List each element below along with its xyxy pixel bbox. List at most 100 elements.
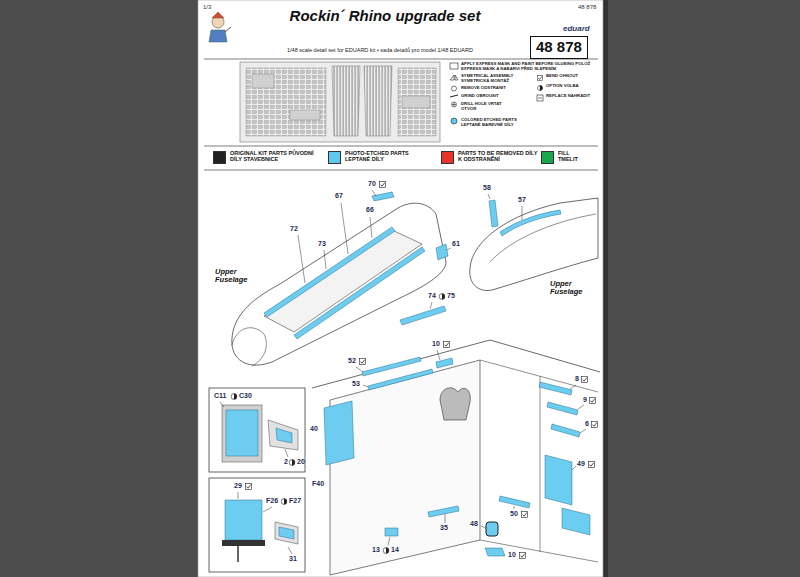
leader-lines-part [570,385,576,389]
callout-number: F40 [312,480,324,488]
symbol-note: COLORED ETCHED PARTS LEPTANÉ BAREVNÉ DÍL… [461,118,521,127]
callout-number: 75 [447,292,455,300]
etched-fret-part [240,62,440,142]
cockpit-side-part [362,357,421,376]
check-marks-part [588,461,594,467]
symbol-icons-part [450,95,458,97]
check-marks-part [443,341,449,347]
mascot-part [225,27,231,32]
etched-fret-part [290,110,320,120]
etched-fret-part [332,66,360,136]
upper-fuselage-right-part [470,198,598,291]
cockpit-side-part [436,358,453,368]
symbol-icons-part [451,118,457,124]
legend-text: FILL TMELIT [558,150,583,162]
callout-number: 50 [510,510,518,518]
upper-fuselage-right [470,198,598,291]
option-marks [231,294,445,554]
etched-fret-part [402,96,430,108]
check-marks-part [591,421,597,427]
part-number-box: 48 878 [530,36,588,59]
view-label: Upper Fuselage [550,280,594,297]
symbol-note: DRILL HOLE VRTAT OTVOR [461,102,516,111]
check-marks-part [589,397,595,403]
callout-number: 48 [470,520,478,528]
leader-lines-part [341,203,348,254]
callout-number: 13 [372,546,380,554]
mascot-part [212,12,224,18]
upper-fuselage-left [232,192,448,366]
check-marks-part [519,552,525,558]
callout-number: 20 [297,458,305,466]
callout-number: 2 [284,458,288,466]
callout-number: 58 [483,184,491,192]
brand-logo: eduard [563,25,590,34]
cockpit-side-part [562,508,590,535]
cockpit-side [312,340,600,575]
leader-lines-part [220,402,224,407]
callout-number: 10 [508,551,516,559]
legend-swatch [328,151,341,164]
cockpit-side-part [547,402,578,415]
symbol-icons-part [537,75,542,80]
cockpit-side-part [330,360,480,575]
symbol-icons-part [537,95,543,101]
leader-lines-part [363,385,368,387]
callout-number: 10 [432,340,440,348]
inset-panels-part [225,500,262,540]
subtitle: 1/48 scale detail set for EDUARD kit • s… [240,47,520,53]
check-marks-part [379,181,385,187]
callout-number: 73 [318,240,326,248]
legend-swatch [213,151,226,164]
inset-panels-part [275,522,298,544]
upper-fuselage-left-part [232,328,266,366]
leader-lines-part [522,206,523,220]
check-marks-part [581,376,587,382]
callout-number: C11 [214,392,226,400]
callout-number: 9 [583,396,587,404]
leader-lines-part [514,506,515,509]
leader-lines-part [580,429,586,433]
header-rules-part [204,170,598,171]
symbol-icons-part [452,102,457,107]
cockpit-side-part [499,496,530,508]
leader-lines-part [481,526,486,528]
legend-swatch [441,151,454,164]
etched-fret-part [398,68,436,136]
symbol-icons-part [538,86,543,91]
leader-lines-part [578,405,584,409]
option-marks-part [281,499,287,505]
callout-number: 14 [391,546,399,554]
callout-number: 49 [577,460,585,468]
symbol-icons-part [450,63,458,69]
leader-lines-part [388,537,390,545]
inset-panels-part [279,527,294,539]
viewer-part [198,0,603,577]
inset-panels-part [276,428,292,443]
option-marks-part [439,294,445,300]
symbol-note: SYMETRICAL ASSEMBLY SYMETRICKÁ MONTÁŽ [461,74,516,83]
leader-lines-part [298,235,305,283]
callout-number: 8 [575,375,579,383]
callout-number: F27 [289,497,301,505]
etched-fret-part [252,74,274,88]
upper-fuselage-right-part [500,210,561,236]
upper-fuselage-left-part [264,227,395,317]
sheet-title: Rockin´ Rhino upgrade set [250,8,520,25]
leader-lines-part [324,250,326,269]
callout-number: F26 [266,497,278,505]
inset-panels-part [222,540,265,546]
leader-lines-part [356,367,363,372]
symbol-note: BEND OHNOUT [546,74,596,79]
inset-panels-part [209,388,305,472]
callout-number: 57 [518,196,526,204]
upper-fuselage-right-part [489,200,498,227]
check-marks-part [359,358,365,364]
upper-fuselage-right-part [490,214,596,262]
cockpit-side-part [485,548,505,556]
inset-panels-part [268,420,298,450]
callout-number: C30 [239,392,252,400]
